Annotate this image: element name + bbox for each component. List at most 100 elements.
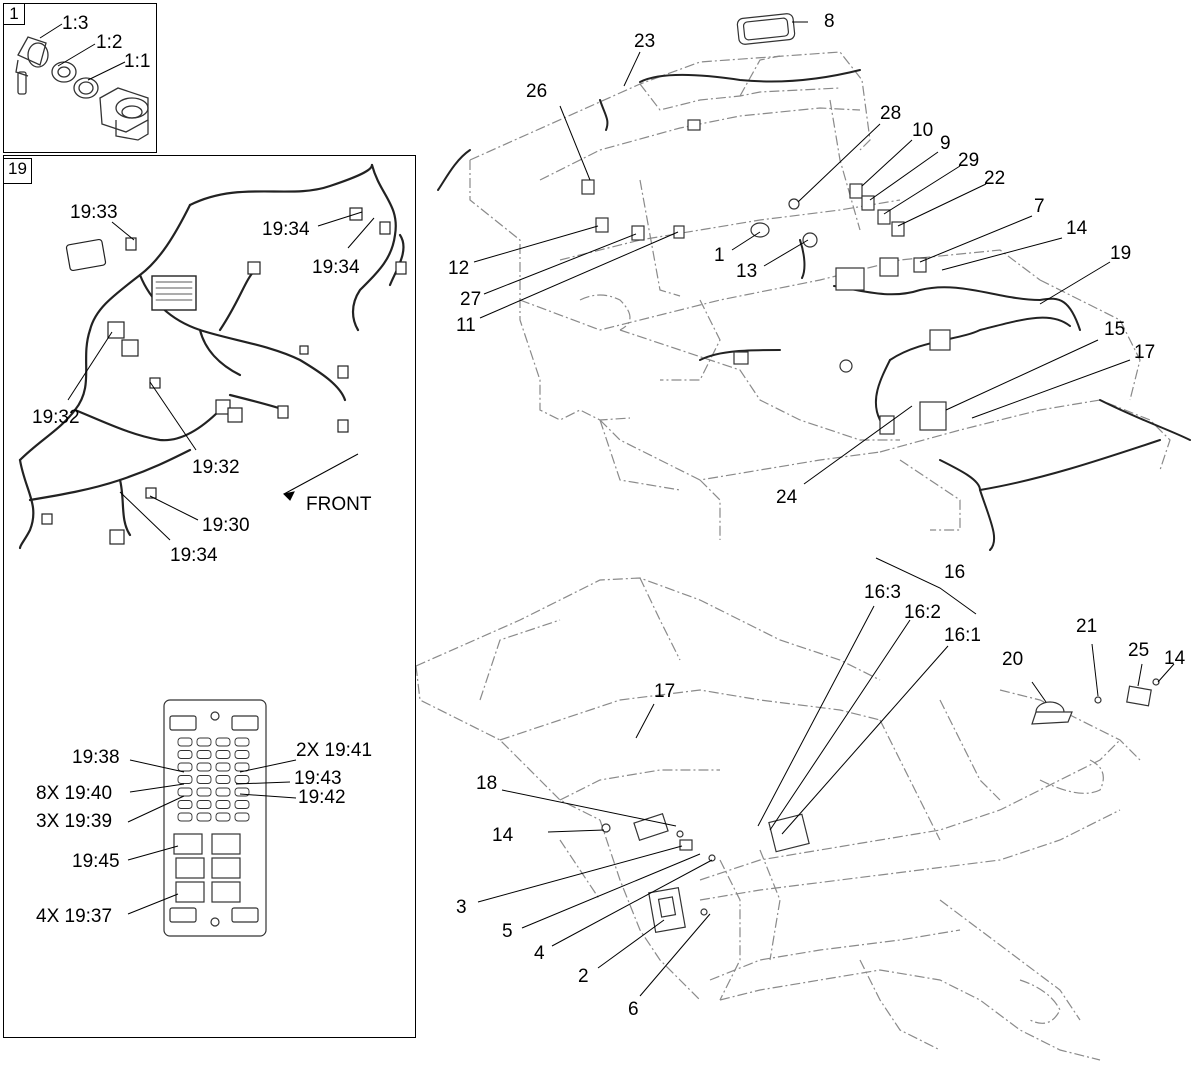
fuse-slot	[196, 775, 212, 784]
label-4x-19-37: 4X 19:37	[36, 906, 113, 927]
label-19-34-a: 19:34	[262, 219, 310, 240]
fuse-slot	[234, 737, 250, 747]
callout-21: 21	[1076, 616, 1098, 637]
label-1-1: 1:1	[124, 51, 151, 72]
fuse-slot	[177, 800, 193, 809]
callout-17-upper: 17	[1134, 342, 1156, 363]
fuse-slot	[234, 800, 250, 809]
label-19-38: 19:38	[72, 747, 120, 768]
inset-1-tag: 1	[3, 3, 25, 25]
label-2x-19-41: 2X 19:41	[296, 740, 373, 761]
label-19-34-c: 19:34	[170, 545, 218, 566]
connector-bodies	[41, 207, 407, 545]
inset-panel-19	[3, 155, 416, 1038]
callout-23: 23	[634, 31, 656, 52]
fuse-slot	[196, 800, 212, 809]
fuse-slot	[177, 737, 193, 747]
callout-7: 7	[1034, 196, 1045, 217]
callout-14-upper: 14	[1066, 218, 1088, 239]
callout-15: 15	[1104, 319, 1126, 340]
callout-12: 12	[448, 258, 470, 279]
fuse-slot	[215, 812, 231, 822]
callout-14-lower: 14	[492, 825, 514, 846]
label-1-3: 1:3	[62, 13, 89, 34]
callout-20: 20	[1002, 649, 1024, 670]
fuse-slot	[196, 812, 212, 822]
callout-29: 29	[958, 150, 980, 171]
callout-3: 3	[456, 897, 467, 918]
fuse-slot	[196, 750, 212, 759]
fuse-slot	[215, 787, 231, 797]
fuse-slot	[234, 787, 250, 797]
lower-leaders	[477, 557, 1175, 997]
fuse-slot	[215, 737, 231, 747]
callout-10: 10	[912, 120, 934, 141]
label-8x-19-40: 8X 19:40	[36, 783, 113, 804]
callout-11: 11	[456, 315, 476, 336]
callout-16-1: 16:1	[944, 625, 981, 646]
callout-16-3: 16:3	[864, 582, 901, 603]
upper-frame-phantom	[469, 51, 1171, 540]
fuse-slot	[177, 762, 193, 772]
inset-panel-1	[3, 3, 157, 153]
fuse-slot	[215, 775, 231, 784]
fuse-slot	[215, 800, 231, 809]
callout-25: 25	[1128, 640, 1150, 661]
upper-components	[581, 13, 951, 435]
fuse-slot	[234, 750, 250, 759]
upper-wiring	[437, 69, 1191, 551]
callout-8: 8	[824, 11, 835, 32]
callout-13: 13	[736, 261, 758, 282]
wiring-harness-illustration	[18, 163, 405, 550]
inset-19-tag: 19	[3, 158, 32, 184]
callout-5: 5	[502, 921, 513, 942]
callout-18: 18	[476, 773, 498, 794]
label-19-32-a: 19:32	[32, 407, 80, 428]
fuse-slot	[177, 750, 193, 759]
callout-27: 27	[460, 289, 482, 310]
callout-17-lower: 17	[654, 681, 676, 702]
upper-leaders	[473, 21, 1131, 485]
label-1-2: 1:2	[96, 32, 123, 53]
callout-6: 6	[628, 999, 639, 1020]
callout-24: 24	[776, 487, 798, 508]
fuse-slot	[196, 737, 212, 747]
fuse-slot	[177, 775, 193, 784]
fuse-slot	[196, 787, 212, 797]
label-19-42: 19:42	[298, 787, 346, 808]
inset-1-leaders	[39, 23, 126, 81]
fuse-slot	[234, 762, 250, 772]
lower-components	[601, 678, 1160, 933]
callout-28: 28	[880, 103, 902, 124]
lower-frame-phantom	[415, 577, 1141, 1061]
inset-19-leaders	[67, 211, 375, 541]
callout-9: 9	[940, 133, 951, 154]
fuse-slot	[196, 762, 212, 772]
label-19-45: 19:45	[72, 851, 120, 872]
label-19-43: 19:43	[294, 768, 342, 789]
callout-19: 19	[1110, 243, 1132, 264]
fuse-slot	[177, 787, 193, 797]
fuse-box-illustration	[163, 699, 267, 937]
label-19-30: 19:30	[202, 515, 250, 536]
callout-26: 26	[526, 81, 548, 102]
fusebox-leaders	[127, 759, 297, 915]
callout-22: 22	[984, 168, 1006, 189]
label-3x-19-39: 3X 19:39	[36, 811, 113, 832]
label-19-32-b: 19:32	[192, 457, 240, 478]
callout-14-right: 14	[1164, 648, 1186, 669]
label-19-34-b: 19:34	[312, 257, 360, 278]
fuse-slot	[234, 812, 250, 822]
callout-2: 2	[578, 966, 589, 987]
callout-4: 4	[534, 943, 545, 964]
front-direction-label: FRONT	[306, 494, 372, 515]
label-19-33: 19:33	[70, 202, 118, 223]
fuse-slot	[215, 762, 231, 772]
fuse-slot	[215, 750, 231, 759]
fuse-grid	[177, 737, 250, 822]
callout-16-2: 16:2	[904, 602, 941, 623]
fuse-slot	[177, 812, 193, 822]
callout-1: 1	[714, 245, 725, 266]
